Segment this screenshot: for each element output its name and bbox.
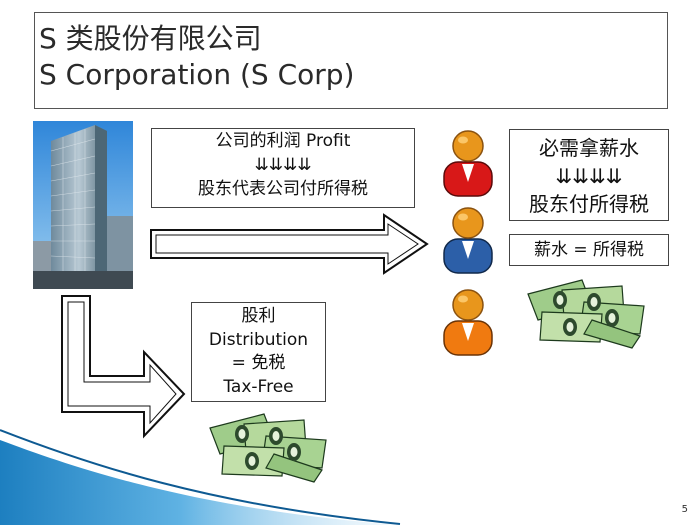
salary-tax-note: 股东付所得税 [529, 192, 649, 216]
salary-income-tax-box: 薪水 = 所得税 [509, 234, 669, 266]
cash-pile-icon [209, 413, 327, 483]
cash-pile-icon [527, 279, 645, 349]
salary-box: 必需拿薪水 ⇊⇊⇊⇊ 股东付所得税 [509, 129, 669, 221]
title-chinese: S 类股份有限公司 [39, 22, 262, 55]
title-box: S 类股份有限公司 S Corporation (S Corp) [34, 12, 668, 109]
office-building-image [33, 121, 133, 289]
profit-down-arrows: ⇊⇊⇊⇊ [254, 155, 312, 175]
distribution-tax-exempt: = 免税 [231, 353, 286, 373]
corner-swoosh [0, 429, 401, 525]
shareholder-icon-red [443, 130, 493, 197]
profit-box: 公司的利润 Profit ⇊⇊⇊⇊ 股东代表公司付所得税 [151, 128, 415, 208]
salary-down-arrows: ⇊⇊⇊⇊ [555, 164, 623, 188]
distribution-flow-arrow [61, 295, 186, 439]
shareholder-icon-orange [443, 289, 493, 356]
shareholder-icon-blue [443, 207, 493, 274]
profit-flow-arrow [150, 213, 429, 275]
profit-tax-note: 股东代表公司付所得税 [198, 179, 368, 199]
distribution-chinese: 股利 [241, 306, 276, 326]
page-number: 5 [681, 504, 688, 515]
distribution-box: 股利 Distribution = 免税 Tax-Free [191, 302, 326, 402]
distribution-english: Distribution [208, 329, 309, 350]
distribution-tax-free: Tax-Free [223, 376, 294, 397]
profit-label: 公司的利润 Profit [215, 131, 351, 151]
title-english: S Corporation (S Corp) [39, 58, 355, 91]
salary-required: 必需拿薪水 [539, 136, 639, 160]
